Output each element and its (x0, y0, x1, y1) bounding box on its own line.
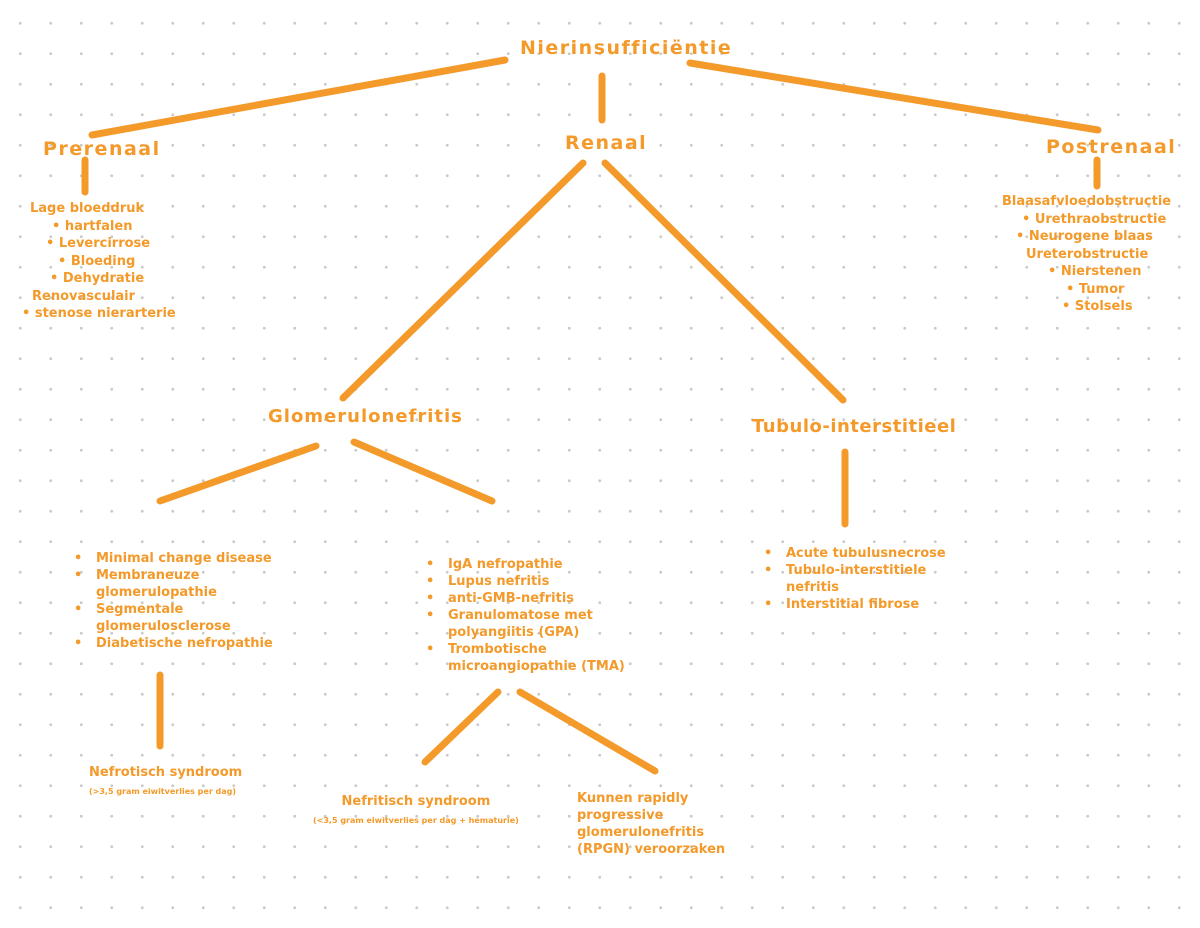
nephrotic-outcome: Nefrotisch syndroom (>3,5 gram eiwitverl… (89, 764, 242, 800)
list-item: IgA nefropathie (422, 556, 637, 573)
edge-root-postrenal (686, 59, 1102, 134)
nephrotic-outcome-note: (>3,5 gram eiwitverlies per dag) (89, 787, 237, 796)
edge-nephritic-rpgn (516, 688, 659, 775)
postrenal-detail: Tumor (1002, 281, 1171, 299)
renal-node-label: Renaal (565, 132, 648, 154)
nephrotic-causes-list: Minimal change disease Membraneuze glome… (70, 550, 280, 652)
list-item: Minimal change disease (70, 550, 280, 567)
list-item: Granulomatose met polyangiitis (GPA) (422, 607, 628, 641)
list-item: Trombotische microangiopathie (TMA) (422, 641, 648, 675)
postrenal-detail: Ureterobstructie (1026, 246, 1149, 262)
prerenal-detail: Renovasculair (32, 288, 136, 304)
tubulo-causes-list: Acute tubulusnecrose Tubulo-interstitiel… (760, 545, 960, 613)
edge-glomerulo-nephritic (350, 438, 496, 505)
list-item: Interstitial fibrose (760, 596, 960, 613)
prerenal-details: Lage bloeddruk hartfalen Levercirrose Bl… (30, 200, 176, 323)
postrenal-detail: Neurogene blaas (1002, 228, 1171, 246)
prerenal-detail: Bloeding (30, 253, 176, 271)
edge-glomerulo-nephrotic (156, 442, 320, 505)
list-item: Membraneuze glomerulopathie (70, 567, 256, 601)
postrenal-detail: Nierstenen (1002, 263, 1171, 281)
nephritic-causes-list: IgA nefropathie Lupus nefritis anti-GMB-… (422, 556, 637, 675)
tubulo-node-label: Tubulo-interstitieel (752, 416, 957, 437)
prerenal-detail: Levercirrose (30, 235, 176, 253)
prerenal-detail: hartfalen (30, 218, 176, 236)
edge-renal-glomerulo (339, 159, 587, 402)
list-item: Lupus nefritis (422, 573, 637, 590)
edge-nephritic-outcome (421, 688, 502, 766)
nephrotic-outcome-label: Nefrotisch syndroom (89, 765, 243, 780)
glomerulo-node-label: Glomerulonefritis (268, 406, 463, 427)
list-item: Segmentale glomerulosclerose (70, 601, 256, 635)
nephritic-outcome-label: Nefritisch syndroom (341, 794, 491, 809)
list-item: Diabetische nefropathie (70, 635, 280, 652)
prerenal-detail: Lage bloeddruk (30, 201, 145, 216)
list-item: anti-GMB-nefritis (422, 590, 637, 607)
postrenal-detail: Blaasafvloedobstructie (1002, 194, 1172, 209)
prerenal-detail: Dehydratie (30, 270, 176, 288)
root-node-label: Nierinsufficiëntie (520, 37, 733, 59)
nephritic-outcome: Nefritisch syndroom (<3,5 gram eiwitverl… (313, 793, 519, 829)
edge-root-prerenal (88, 56, 509, 139)
postrenal-detail: Stolsels (1002, 298, 1171, 316)
prerenal-detail: stenose nierarterie (22, 305, 176, 323)
prerenal-node-label: Prerenaal (43, 138, 161, 160)
edge-renal-tubulo (601, 159, 847, 404)
postrenal-detail: Urethraobstructie (1002, 211, 1171, 229)
postrenal-node-label: Postrenaal (1046, 136, 1177, 158)
list-item: Tubulo-interstitiele nefritis (760, 562, 946, 596)
postrenal-details: Blaasafvloedobstructie Urethraobstructie… (1002, 193, 1171, 316)
rpgn-outcome-label: Kunnen rapidly progressive glomerulonefr… (577, 791, 726, 857)
list-item: Acute tubulusnecrose (760, 545, 960, 562)
nephritic-outcome-note: (<3,5 gram eiwitverlies per dag + hematu… (313, 816, 519, 825)
